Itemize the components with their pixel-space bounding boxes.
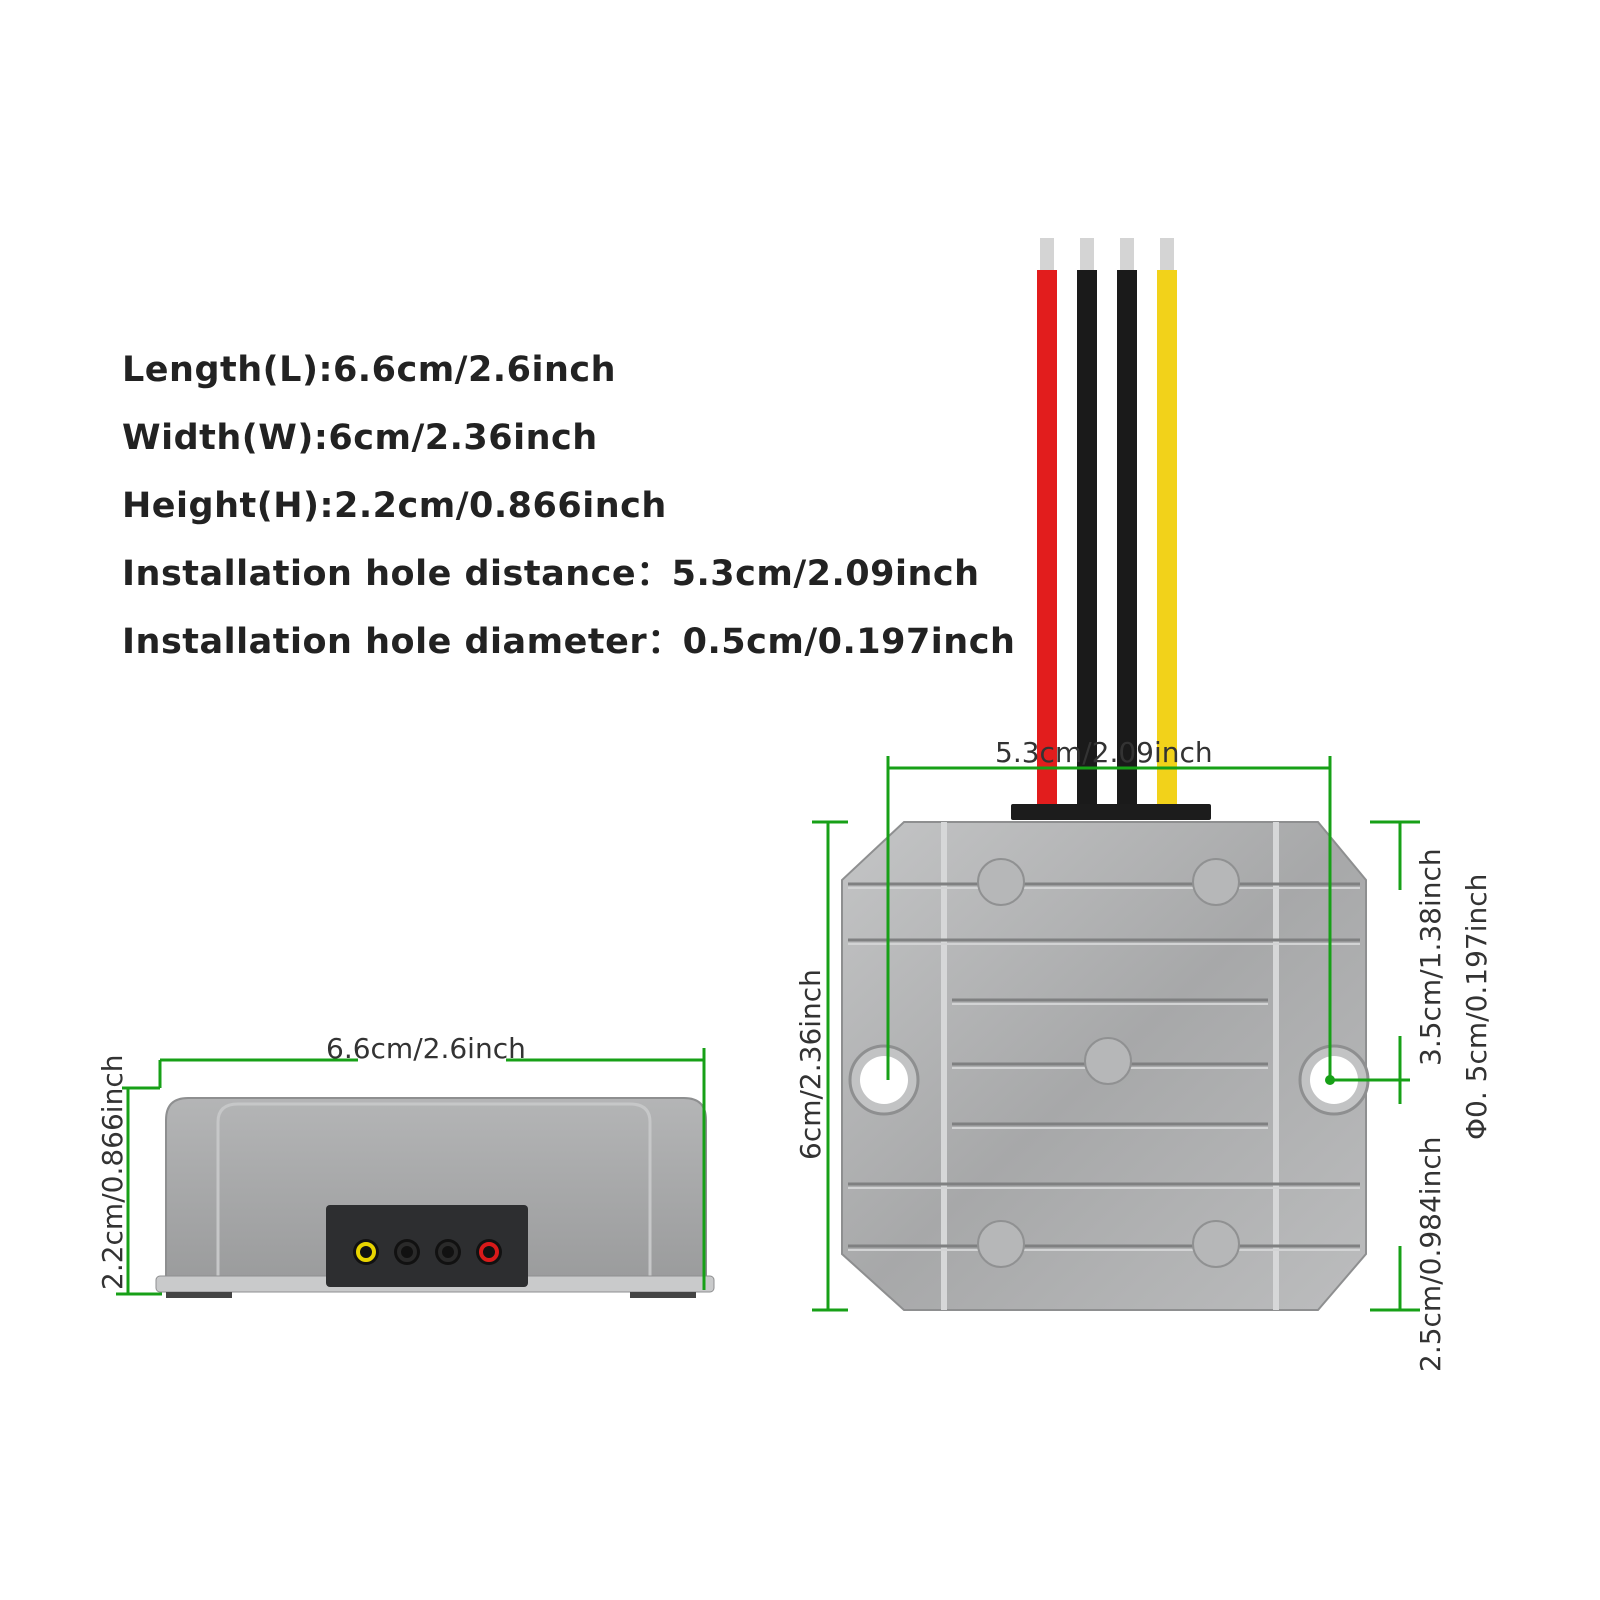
spec-list: Length(L):6.6cm/2.6inch Width(W):6cm/2.3… [122,348,1015,688]
wire-group [1037,238,1177,808]
wire-tip-2 [1080,238,1094,272]
connector-panel [326,1205,528,1287]
spec-height: Height(H):2.2cm/0.866inch [122,486,667,526]
mount-hole-left-bore [860,1056,908,1104]
width-dimension [812,820,848,1312]
height-dimension-label: 2.2cm/0.866inch [96,1055,129,1290]
length-dimension-label: 6.6cm/2.6inch [326,1032,526,1065]
side-inner-panel [216,1102,652,1285]
spec-length: Length(L):6.6cm/2.6inch [122,350,617,390]
led-ring-1 [356,1242,376,1262]
wire-2 [1077,270,1097,808]
width-dimension-label: 6cm/2.36inch [794,969,827,1160]
hole-distance-dimension [886,756,1332,1080]
top-view: 5.3cm/2.09inch 6cm/2.36inch 3.5cm/1.38in… [794,238,1493,1372]
side-housing [165,1097,707,1286]
wire-tip-4 [1160,238,1174,272]
spec-hole-diameter: Installation hole diameter：0.5cm/0.197in… [122,622,1016,662]
side-view: 2.2cm/0.866inch 6.6cm/2.6inch [96,1032,715,1298]
side-foot-right [630,1292,696,1298]
led-ring-3 [438,1242,458,1262]
wire-4 [1157,270,1177,808]
led-ring-2 [397,1242,417,1262]
cooling-fins [848,882,1360,1251]
height-dimension [116,1058,358,1296]
hole-diameter-label: Φ0. 5cm/0.197inch [1460,874,1493,1140]
hole-center-dot [1325,1075,1335,1085]
wire-3 [1117,270,1137,808]
spec-width: Width(W):6cm/2.36inch [122,418,598,458]
upper-offset-label: 3.5cm/1.38inch [1414,848,1447,1066]
wire-1 [1037,270,1057,808]
led-ring-4 [479,1242,499,1262]
wire-tip-1 [1040,238,1054,272]
housing-bosses [977,858,1240,1268]
led-group [353,1239,502,1265]
lower-offset-label: 2.5cm/0.984inch [1414,1137,1447,1372]
side-foot-left [166,1292,232,1298]
hole-distance-label: 5.3cm/2.09inch [995,736,1213,769]
wire-gland [1011,804,1211,820]
length-dimension [506,1048,706,1290]
wire-tip-3 [1120,238,1134,272]
spec-hole-distance: Installation hole distance：5.3cm/2.09inc… [122,554,980,594]
offset-dimension [1334,820,1420,1312]
